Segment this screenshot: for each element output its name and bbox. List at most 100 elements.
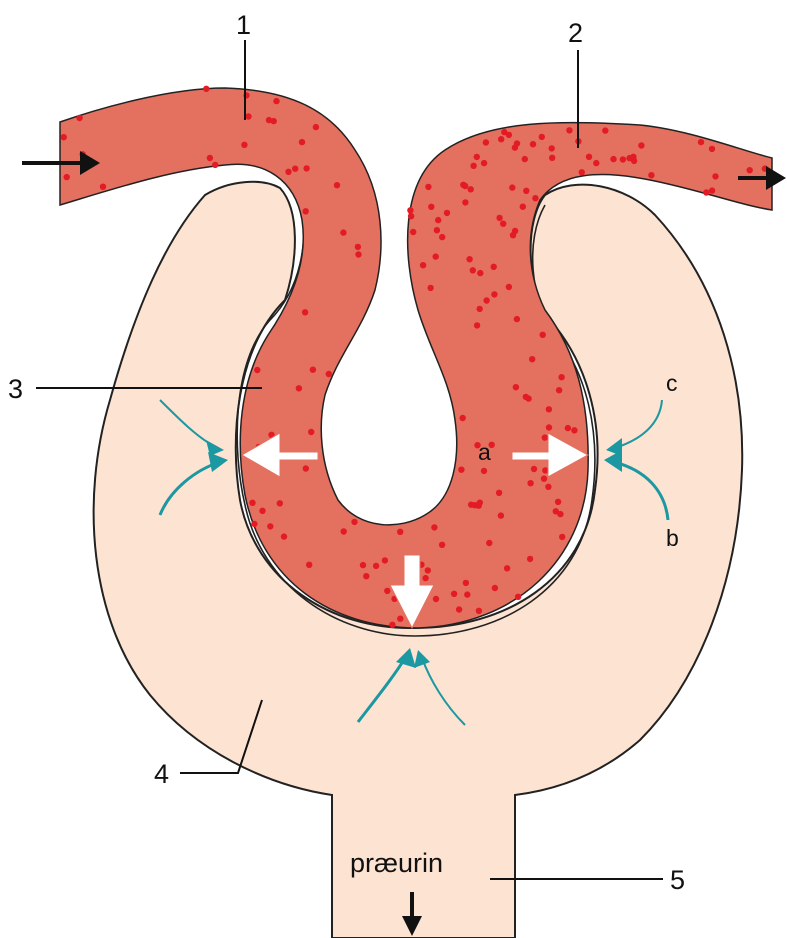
blood-cell-dot (483, 139, 489, 145)
blood-cell-dot (433, 596, 439, 602)
blood-cell-dot (241, 142, 247, 148)
blood-cell-dot (541, 476, 547, 482)
blood-cell-dot (698, 139, 704, 145)
blood-cell-dot (389, 622, 395, 628)
blood-cell-dot (420, 262, 426, 268)
blood-cell-dot (76, 115, 82, 121)
blood-cell-dot (434, 227, 440, 233)
blood-cell-dot (492, 585, 498, 591)
blood-cell-dot (483, 297, 489, 303)
label-praeurin: præurin (350, 848, 443, 878)
blood-cell-dot (458, 467, 464, 473)
blood-cell-dot (303, 165, 309, 171)
blood-cell-dot (299, 139, 305, 145)
blood-cell-dot (558, 374, 564, 380)
blood-cell-dot (553, 508, 559, 514)
blood-cell-dot (481, 160, 487, 166)
blood-cell-dot (292, 166, 298, 172)
blood-cell-dot (273, 98, 279, 104)
blood-cell-dot (514, 140, 520, 146)
blood-cell-dot (539, 134, 545, 140)
blood-cell-dot (602, 127, 608, 133)
blood-cell-dot (474, 154, 480, 160)
blood-cell-dot (245, 113, 251, 119)
blood-cell-dot (360, 562, 366, 568)
blood-cell-dot (427, 285, 433, 291)
blood-cell-dot (340, 229, 346, 235)
blood-cell-dot (545, 484, 551, 490)
blood-cell-dot (638, 142, 644, 148)
blood-cell-dot (481, 468, 487, 474)
blood-cell-dot (520, 204, 526, 210)
blood-cell-dot (474, 322, 480, 328)
blood-cell-dot (407, 207, 413, 213)
blood-cell-dot (555, 499, 561, 505)
blood-cell-dot (515, 594, 521, 600)
label-3: 3 (8, 374, 23, 404)
blood-cell-dot (310, 367, 316, 373)
blood-cell-dot (504, 565, 510, 571)
blood-cell-dot (498, 512, 504, 518)
blood-cell-dot (648, 172, 654, 178)
blood-cell-dot (203, 86, 209, 92)
blood-cell-dot (523, 394, 529, 400)
blood-cell-dot (341, 528, 347, 534)
blood-cell-dot (476, 608, 482, 614)
blood-cell-dot (549, 145, 555, 151)
blood-cell-dot (506, 132, 512, 138)
blood-cell-dot (355, 251, 361, 257)
blood-cell-dot (464, 591, 470, 597)
blood-cell-dot (470, 163, 476, 169)
blood-cell-dot (249, 500, 255, 506)
label-c: c (666, 370, 678, 396)
blood-cell-dot (451, 591, 457, 597)
blood-cell-dot (259, 508, 265, 514)
blood-cell-dot (556, 387, 562, 393)
blood-cell-dot (422, 575, 428, 581)
blood-cell-dot (496, 215, 502, 221)
blood-cell-dot (468, 502, 474, 508)
blood-cell-dot (363, 573, 369, 579)
blood-cell-dot (491, 291, 497, 297)
blood-cell-dot (207, 155, 213, 161)
blood-cell-dot (410, 229, 416, 235)
blood-cell-dot (382, 557, 388, 563)
blood-cell-dot (620, 156, 626, 162)
label-5: 5 (670, 865, 685, 895)
blood-cell-dot (477, 306, 483, 312)
blood-cell-dot (277, 500, 283, 506)
blood-cell-dot (703, 189, 709, 195)
blood-cell-dot (468, 186, 474, 192)
blood-cell-dot (513, 384, 519, 390)
blood-cell-dot (355, 244, 361, 250)
blood-cell-dot (747, 167, 753, 173)
blood-cell-dot (477, 270, 483, 276)
blood-cell-dot (267, 523, 273, 529)
blood-cell-dot (549, 155, 555, 161)
blood-cell-dot (476, 503, 482, 509)
blood-cell-dot (522, 156, 528, 162)
blood-cell-dot (486, 540, 492, 546)
blood-cell-dot (514, 316, 520, 322)
blood-cell-dot (425, 567, 431, 573)
blood-cell-dot (506, 284, 512, 290)
blood-cell-dot (566, 127, 572, 133)
blood-cell-dot (281, 533, 287, 539)
blood-cell-dot (540, 332, 546, 338)
blood-cell-dot (439, 234, 445, 240)
label-2: 2 (568, 18, 583, 48)
blood-cell-dot (63, 174, 69, 180)
blood-cell-dot (266, 117, 272, 123)
blood-cell-dot (463, 580, 469, 586)
blood-cell-dot (500, 221, 506, 227)
blood-cell-dot (546, 406, 552, 412)
blood-cell-dot (532, 195, 538, 201)
blood-cell-dot (212, 162, 218, 168)
blood-cell-dot (433, 253, 439, 259)
blood-cell-dot (100, 184, 106, 190)
blood-cell-dot (579, 169, 585, 175)
blood-cell-dot (542, 434, 548, 440)
blood-cell-dot (397, 529, 403, 535)
blood-cell-dot (303, 208, 309, 214)
